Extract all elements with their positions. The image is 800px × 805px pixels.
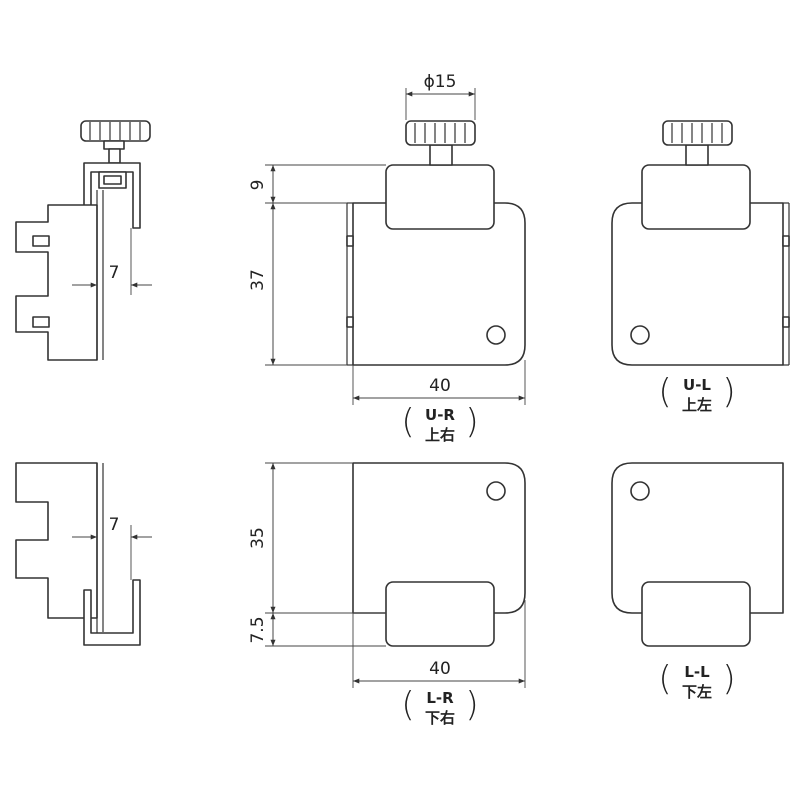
plate-ur <box>352 202 526 366</box>
side-plate <box>15 204 98 361</box>
dim-height-37: 37 <box>248 269 268 291</box>
svg-text:): ) <box>722 659 735 699</box>
view-label-kanji: 上左 <box>682 396 712 414</box>
plate-lr <box>352 462 526 614</box>
dim-side-top: 7 <box>109 263 120 283</box>
view-ur: ϕ15 9 37 40 ( ) U-R 上右 <box>248 72 526 444</box>
knob <box>662 120 733 146</box>
knob <box>405 120 476 146</box>
dim-height-9: 9 <box>248 180 268 191</box>
side-plate <box>15 462 98 619</box>
clamp-block <box>641 164 751 230</box>
clamp-block <box>385 581 495 647</box>
view-ul: ( ) U-L 上左 <box>611 120 790 414</box>
dim-width-bottom: 40 <box>429 659 451 679</box>
clamp-block <box>641 581 751 647</box>
dim-height-35: 35 <box>248 527 268 549</box>
side-view-upper: 7 <box>15 120 152 361</box>
dim-diameter: ϕ15 <box>424 72 457 92</box>
svg-text:(: ( <box>401 402 414 442</box>
plate-ul <box>611 202 784 366</box>
view-label-code: U-R <box>425 406 455 424</box>
view-label-kanji: 下左 <box>682 683 712 701</box>
svg-text:(: ( <box>658 372 671 412</box>
side-view-lower: 7 <box>15 462 152 646</box>
plate-ll <box>611 462 784 614</box>
view-label-code: L-R <box>426 689 454 707</box>
view-lr: 35 7.5 40 ( ) L-R 下右 <box>248 462 526 727</box>
mounting-hole <box>486 325 506 345</box>
view-label-kanji: 上右 <box>425 426 455 444</box>
bracket-hook <box>83 579 141 646</box>
svg-text:): ) <box>722 372 735 412</box>
svg-text:): ) <box>465 685 478 725</box>
clamp-block <box>385 164 495 230</box>
dim-side-bottom: 7 <box>109 515 120 535</box>
view-label-code: U-L <box>683 376 711 394</box>
view-label-kanji: 下右 <box>425 709 455 727</box>
mounting-hole <box>630 481 650 501</box>
mounting-hole <box>486 481 506 501</box>
view-ll: ( ) L-L 下左 <box>611 462 784 701</box>
dim-width-top: 40 <box>429 376 451 396</box>
mounting-hole <box>630 325 650 345</box>
svg-text:(: ( <box>658 659 671 699</box>
svg-text:): ) <box>465 402 478 442</box>
view-label-code: L-L <box>684 663 710 681</box>
dim-height-7-5: 7.5 <box>248 616 268 643</box>
svg-text:(: ( <box>401 685 414 725</box>
